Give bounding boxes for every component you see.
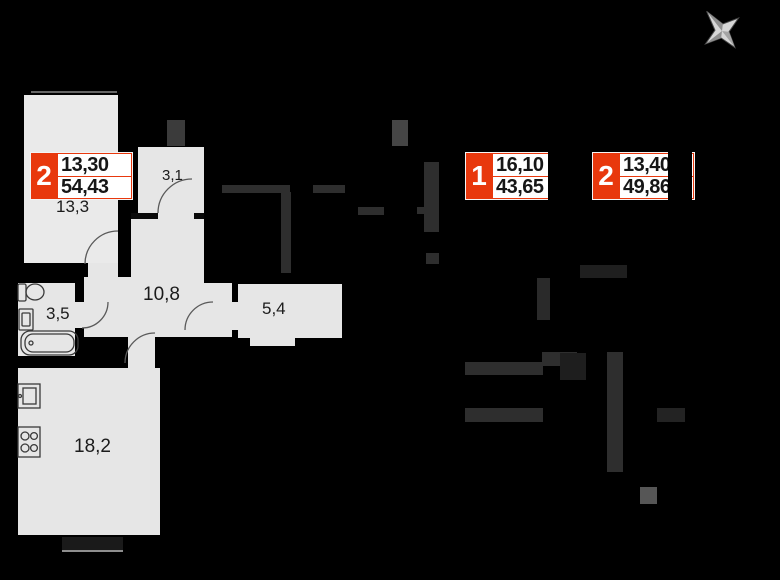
dim-wall-fragment [657,408,685,422]
room-label-bedroom: 13,3 [56,197,90,216]
wall-stub [194,213,204,219]
vent-shaft [167,120,185,146]
dim-wall-fragment [426,253,439,264]
area-value-top: 13,30 [58,154,131,177]
bathtub-icon [20,330,79,356]
room-corridor-ext[interactable] [204,283,232,337]
dim-wall-fragment [580,265,627,278]
door-arc-wardrobe [157,178,193,214]
apartment-badge-middle[interactable]: 1 16,10 43,65 [465,152,568,200]
bathroom-sink-inner [21,312,31,327]
window-marker [62,537,123,551]
dim-wall-fragment [281,192,291,273]
window-sill-line [31,91,117,93]
dim-wall-fragment [560,353,586,380]
overlay-clip [668,150,692,202]
room-label-hall: 5,4 [262,299,286,318]
toilet-icon [25,283,45,301]
room-bathroom[interactable] [18,283,75,356]
compass-rose-icon [704,10,740,49]
stove-icon [17,426,41,458]
dim-wall-fragment [465,408,543,422]
area-value-bottom: 43,65 [496,176,544,199]
dim-wall-fragment [465,362,543,375]
dim-wall-fragment [640,487,657,504]
door-opening [128,337,155,368]
window-sill-line [62,550,123,552]
kitchen-sink-inner [22,387,37,405]
area-value-top: 16,10 [493,154,566,177]
bathtub-inner [24,333,75,353]
bathtub-drain [28,340,34,346]
door-arc-bedroom [84,230,119,265]
kitchen-faucet [17,393,23,399]
dim-shaft-fragment [392,120,408,146]
stove-burner [20,431,30,441]
room-label-bathroom: 3,5 [46,304,70,323]
door-arc-hall [184,301,214,331]
dim-wall-fragment [537,278,550,320]
apartment-badge-left[interactable]: 2 13,30 54,43 [30,152,133,200]
area-value-bottom: 49,86 [623,176,671,199]
area-value-top: 13,40 [620,154,693,177]
door-opening [232,302,238,330]
stove-burner [29,431,39,441]
door-arc-kitchen [124,332,156,364]
room-label-kitchen: 18,2 [74,436,111,457]
bathroom-sink-icon [18,308,34,331]
area-value-bottom: 54,43 [61,176,109,199]
room-hall-step [250,338,295,346]
door-arc-bathroom [81,301,109,329]
stove-burner [20,443,30,453]
dim-wall-fragment [358,207,384,215]
rooms-count-badge: 2 [31,153,57,199]
dim-wall-fragment [424,162,439,232]
dim-wall-fragment [417,207,426,214]
door-opening [88,263,118,278]
dim-wall-fragment [607,352,623,472]
room-label-wardrobe: 3,1 [162,167,183,184]
badge-values: 13,30 54,43 [57,153,132,199]
dim-wall-fragment [222,185,290,193]
overlay-clip [548,150,570,202]
room-corridor[interactable] [131,213,204,337]
room-kitchen-living[interactable] [18,368,160,535]
door-opening [75,302,84,328]
toilet-tank-icon [17,283,27,302]
room-hall[interactable] [238,284,342,338]
dim-wall-fragment [313,185,345,193]
room-label-corridor: 10,8 [143,284,180,305]
stove-burner [29,443,39,453]
room-wardrobe[interactable] [138,147,204,213]
wall-stub [131,213,158,219]
rooms-count-badge: 2 [593,153,619,199]
rooms-count-badge: 1 [466,153,492,199]
